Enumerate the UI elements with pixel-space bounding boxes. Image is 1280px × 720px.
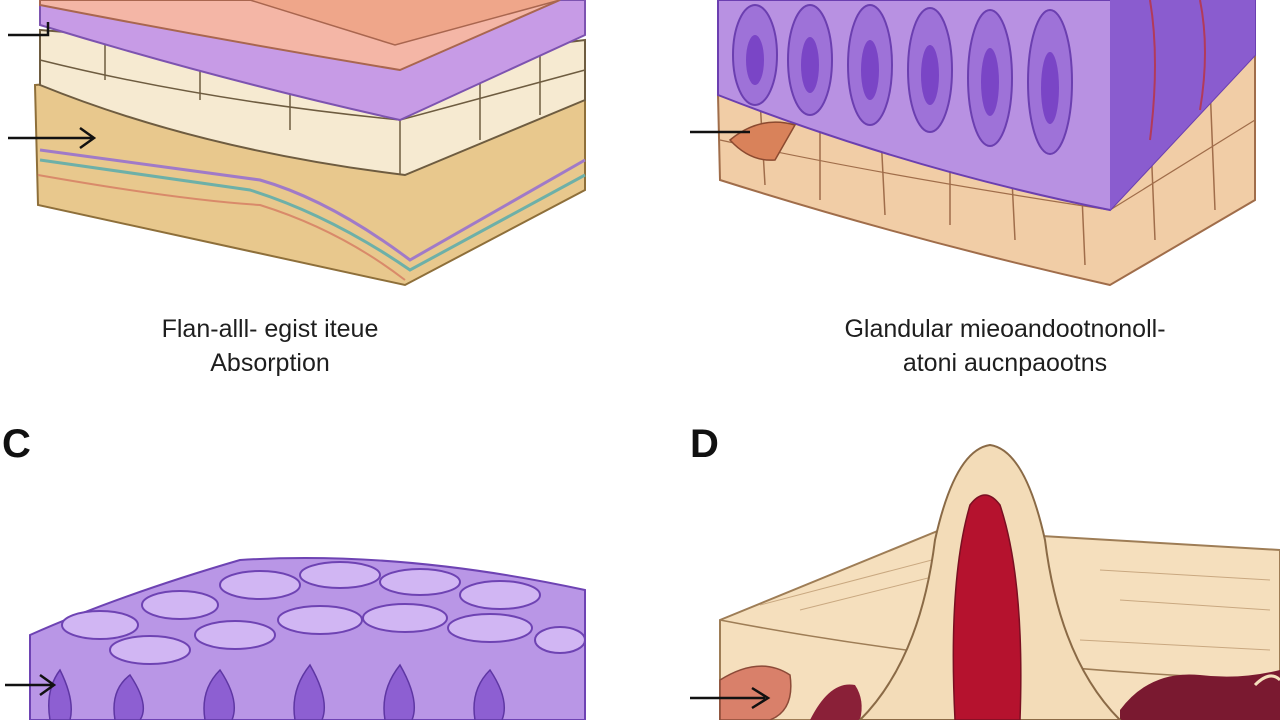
panel-b-illustration bbox=[680, 0, 1280, 300]
folded-tissue-block bbox=[5, 557, 586, 720]
pointer-arrow-icon bbox=[5, 673, 57, 697]
panel-c-letter: C bbox=[2, 422, 31, 466]
raised-tissue-block bbox=[690, 443, 1280, 720]
pointer-arrow-icon bbox=[690, 686, 771, 710]
panel-a-caption: Flan-alll- egist iteue Absorption bbox=[60, 312, 480, 380]
panel-a-caption-line1: Flan-alll- egist iteue bbox=[161, 315, 379, 343]
panel-b-caption: Glandular mieoandootnonoll- atoni aucnpa… bbox=[780, 312, 1230, 380]
corner-arrow-icon bbox=[8, 22, 50, 37]
panel-a-caption-line2: Absorption bbox=[210, 349, 330, 377]
panel-b-caption-line2: atoni aucnpaootns bbox=[902, 349, 1108, 377]
panel-d-illustration bbox=[680, 430, 1280, 720]
panel-a-illustration bbox=[0, 0, 620, 300]
panel-b-caption-line1: Glandular mieoandootnonoll- bbox=[844, 315, 1166, 343]
pointer-arrow-icon bbox=[8, 126, 97, 150]
layered-tissue-block bbox=[8, 0, 586, 287]
panel-d-letter: D bbox=[690, 422, 719, 466]
glandular-tissue-block bbox=[690, 0, 1256, 287]
panel-c-illustration bbox=[0, 540, 620, 720]
